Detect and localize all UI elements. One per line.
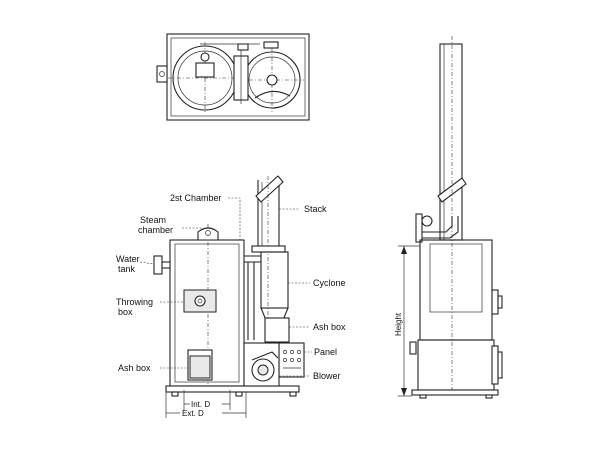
label-throwing-box-1: Throwing [116,297,153,307]
label-ash-box-right: Ash box [313,322,346,332]
label-stack: Stack [304,204,327,214]
label-ash-box-left: Ash box [118,363,151,373]
label-steam-chamber-2: chamber [138,225,173,235]
label-throwing-box-2: box [118,307,133,317]
label-steam-chamber-1: Steam [140,215,166,225]
label-blower: Blower [313,371,341,381]
label-height: Height [394,312,403,336]
label-cyclone: Cyclone [313,278,346,288]
front-view [139,175,312,418]
label-second-chamber: 2st Chamber [170,193,222,203]
label-ext-d: Ext. D [182,409,204,418]
label-panel: Panel [314,347,337,357]
side-view [398,36,503,399]
label-water-tank-1: Water [116,254,140,264]
label-int-d: Int. D [191,400,210,409]
top-view [156,33,310,121]
label-water-tank-2: tank [118,264,136,274]
